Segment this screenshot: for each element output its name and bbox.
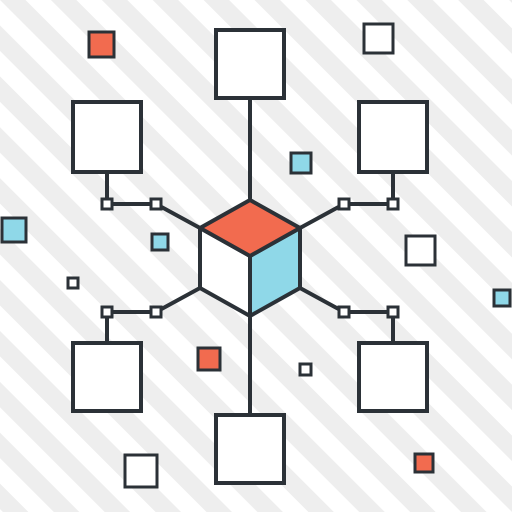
cube-top-face <box>198 198 302 258</box>
deco-white-tiny-left <box>66 276 80 290</box>
deco-white-bottomleft <box>123 453 159 489</box>
deco-cyan-left-edge <box>0 216 28 244</box>
node-lower-right <box>357 341 429 413</box>
deco-orange-lower-center <box>196 346 222 372</box>
deco-cyan-right-edge <box>492 288 512 308</box>
node-upper-right <box>357 100 429 174</box>
deco-orange-topleft <box>87 30 116 59</box>
junction-lr-1 <box>337 305 351 319</box>
node-top <box>214 28 286 100</box>
junction-lr-2 <box>386 305 400 319</box>
deco-white-topright <box>362 22 395 55</box>
junction-nodes <box>100 197 400 319</box>
connector-upper-left <box>105 170 202 230</box>
node-bottom <box>214 413 286 485</box>
junction-ur-2 <box>386 197 400 211</box>
deco-cyan-upper-center <box>289 151 313 175</box>
deco-cyan-left-mid <box>150 232 170 252</box>
junction-ul-1 <box>100 197 114 211</box>
junction-ll-1 <box>100 305 114 319</box>
node-lower-left <box>71 341 143 413</box>
deco-white-tiny-lower <box>298 362 313 377</box>
junction-ul-2 <box>149 197 163 211</box>
connector-lower-left <box>105 286 202 345</box>
node-upper-left <box>71 100 143 174</box>
outer-nodes <box>71 28 429 485</box>
connector-lines <box>105 96 395 417</box>
connector-upper-right <box>298 170 395 230</box>
deco-orange-bottomright <box>413 452 435 474</box>
deco-white-right-mid <box>404 234 437 267</box>
junction-ll-2 <box>149 305 163 319</box>
decorative-squares <box>0 22 512 489</box>
junction-ur-1 <box>337 197 351 211</box>
central-cube <box>198 198 302 318</box>
connector-lower-right <box>298 286 395 345</box>
